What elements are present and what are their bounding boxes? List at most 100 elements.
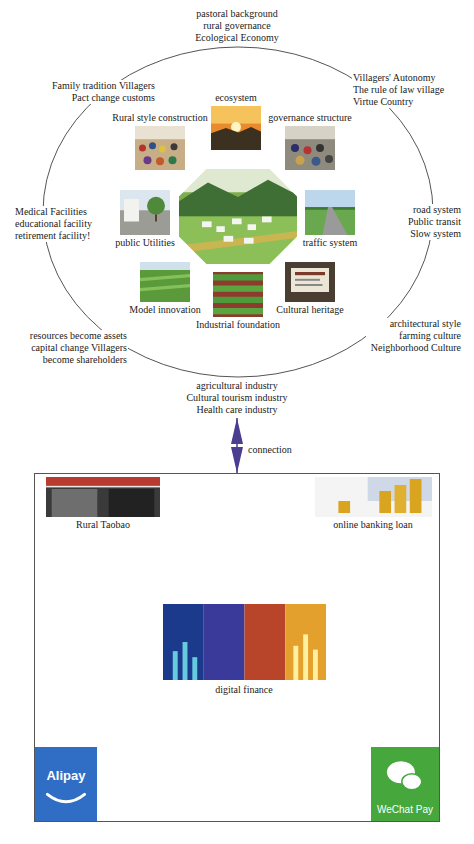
- text-slot: agricultural industry Cultural tourism i…: [182, 380, 292, 416]
- photo-detail: [285, 126, 335, 139]
- photo-detail: [304, 146, 312, 154]
- photo-detail: [124, 199, 139, 222]
- photo-tile: traffic system: [300, 190, 361, 249]
- photo-detail: [295, 272, 325, 275]
- photo-detail: [183, 642, 188, 680]
- photo-detail: [325, 155, 333, 163]
- photo: [213, 272, 263, 317]
- photo-detail: [149, 142, 156, 149]
- photo-detail: [120, 190, 170, 235]
- photo-tile: online banking loan: [315, 477, 432, 531]
- aspect-text: architectural style farming culture Neig…: [366, 318, 462, 354]
- photo-detail: [147, 197, 165, 215]
- photo-detail: [46, 477, 160, 486]
- photo-detail: [224, 236, 234, 242]
- text-slot: architectural style farming culture Neig…: [366, 318, 462, 354]
- photo-tile: ecosystem: [211, 92, 261, 150]
- photo-detail: [178, 231, 298, 253]
- photo-detail: [140, 262, 190, 302]
- aspect-text: road system Public transit Slow system: [398, 204, 462, 240]
- payment-logo: WeChat Pay: [371, 747, 439, 821]
- photo-detail: [192, 657, 197, 680]
- photo: [135, 126, 185, 170]
- aspect-text: agricultural industry Cultural tourism i…: [182, 380, 292, 416]
- photo-detail: [305, 190, 355, 207]
- text-slot: Family tradition Villagers Pact change c…: [42, 80, 156, 104]
- photo-detail: [135, 126, 185, 170]
- photo-detail: [213, 297, 263, 303]
- tile-caption: Model innovation: [128, 304, 201, 316]
- tile-caption: Cultural heritage: [275, 304, 344, 316]
- photo-detail: [245, 604, 286, 680]
- photo-detail: [291, 268, 329, 292]
- octagon-frame: [178, 168, 298, 265]
- photo-detail: [211, 106, 261, 150]
- photo-detail: [313, 650, 318, 680]
- photo-tile: Cultural heritage: [273, 262, 347, 316]
- logo-text: WeChat Pay: [371, 803, 439, 816]
- photo: [211, 106, 261, 150]
- photo-detail: [159, 145, 166, 152]
- text-slot: resources become assets capital change V…: [16, 330, 128, 366]
- photo-detail: [232, 218, 242, 224]
- photo-detail: [338, 501, 350, 513]
- photo-detail: [171, 143, 178, 150]
- tile-caption: traffic system: [302, 237, 359, 249]
- photo-detail: [285, 604, 326, 680]
- aspect-text: pastoral background rural governance Eco…: [189, 8, 285, 44]
- photo-detail: [140, 274, 190, 281]
- photo-detail: [295, 284, 323, 286]
- photo-tile: Rural style construction: [109, 112, 211, 170]
- chat-bubble: [402, 774, 422, 790]
- logo-smile: [47, 794, 84, 801]
- photo: [285, 126, 335, 170]
- photo-detail: [262, 217, 272, 223]
- photo-detail: [295, 279, 320, 281]
- photo-detail: [394, 485, 406, 513]
- photo-detail: [178, 217, 298, 266]
- photo-tile: public Utilities: [112, 190, 178, 249]
- photo-detail: [211, 127, 261, 150]
- tile-caption: Industrial foundation: [195, 319, 281, 331]
- photo-tile: Rural Taobao: [46, 477, 160, 531]
- photo-detail: [315, 477, 432, 517]
- photo: [140, 262, 190, 302]
- photo-detail: [409, 479, 421, 513]
- text-slot: Villagers' Autonomy The rule of law vill…: [352, 72, 448, 108]
- photo-detail: [163, 604, 204, 680]
- text-slot: road system Public transit Slow system: [398, 204, 462, 240]
- photo: [305, 190, 355, 235]
- tile-caption: Rural style construction: [111, 112, 209, 124]
- photo-detail: [169, 156, 177, 164]
- photo-detail: [140, 284, 190, 291]
- tile-caption: online banking loan: [332, 519, 413, 531]
- photo-detail: [312, 157, 321, 166]
- tile-caption: Rural Taobao: [75, 519, 131, 531]
- photo-detail: [202, 221, 212, 227]
- photo-detail: [291, 144, 299, 152]
- logo-text: Alipay: [35, 768, 97, 784]
- photo-detail: [285, 126, 335, 170]
- photo-detail: [248, 224, 256, 230]
- photo-detail: [46, 477, 160, 517]
- photo-detail: [296, 156, 305, 165]
- photo-detail: [204, 604, 245, 680]
- photo-detail: [293, 646, 298, 680]
- photo: [315, 477, 432, 517]
- photo-detail: [285, 262, 335, 302]
- photo-detail: [178, 180, 298, 217]
- text-slot: WeChat Pay: [371, 803, 439, 816]
- logo-icon: [35, 747, 97, 821]
- text-slot: Alipay: [35, 768, 97, 784]
- photo-detail: [213, 274, 263, 280]
- finance-box: digital financeRural Taobaoonline bankin…: [34, 473, 440, 822]
- photo-tile: governance structure: [265, 112, 355, 170]
- text-slot: pastoral background rural governance Eco…: [189, 8, 285, 44]
- photo-detail: [173, 651, 178, 680]
- aspect-text: Villagers' Autonomy The rule of law vill…: [352, 72, 448, 108]
- photo-detail: [213, 286, 263, 292]
- photo-detail: [213, 308, 263, 314]
- photo-detail: [135, 126, 185, 139]
- photo-detail: [379, 491, 391, 513]
